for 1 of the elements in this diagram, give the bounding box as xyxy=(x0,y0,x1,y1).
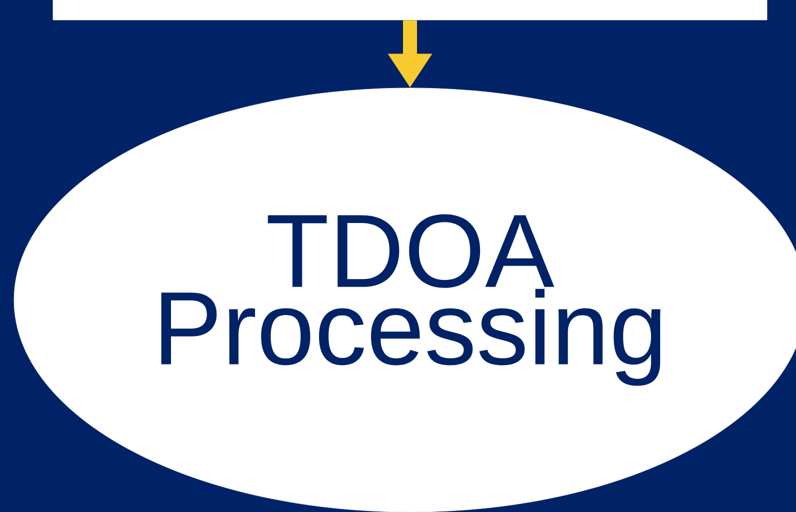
empty-box xyxy=(52,0,768,20)
